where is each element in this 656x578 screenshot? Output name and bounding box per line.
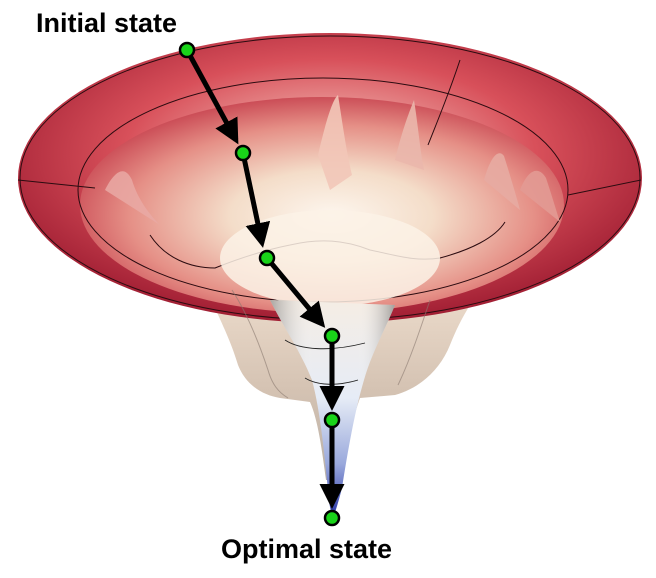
funnel-contour-1 <box>284 339 366 350</box>
path-segment-3 <box>265 256 326 328</box>
grid-line-right <box>567 179 642 196</box>
initial-state-label: Initial state <box>36 8 178 38</box>
bowl-center-highlight <box>220 210 440 306</box>
state-node-optimal <box>323 509 341 527</box>
wall-fold-right <box>397 299 431 386</box>
state-nodes <box>178 41 341 527</box>
ridge-right-1 <box>395 100 424 170</box>
grid-line-left <box>17 179 96 189</box>
state-node-3 <box>258 249 276 267</box>
state-node-2 <box>234 144 252 162</box>
ridge-left <box>105 171 160 225</box>
funnel-contour-2 <box>304 377 359 385</box>
optimal-state-label: Optimal state <box>221 534 393 564</box>
grid-line-top-right <box>427 59 461 146</box>
landscape-bowl <box>80 97 564 313</box>
descent-path <box>184 48 345 509</box>
ridge-center <box>318 95 352 190</box>
state-node-4 <box>323 327 341 345</box>
state-node-initial <box>178 41 196 59</box>
path-segment-2 <box>240 152 271 248</box>
path-segment-1 <box>184 48 239 145</box>
state-node-5 <box>323 411 341 429</box>
wall-fold-left <box>231 289 289 399</box>
ridge-far-right <box>520 170 560 222</box>
ridge-right-2 <box>484 153 520 210</box>
